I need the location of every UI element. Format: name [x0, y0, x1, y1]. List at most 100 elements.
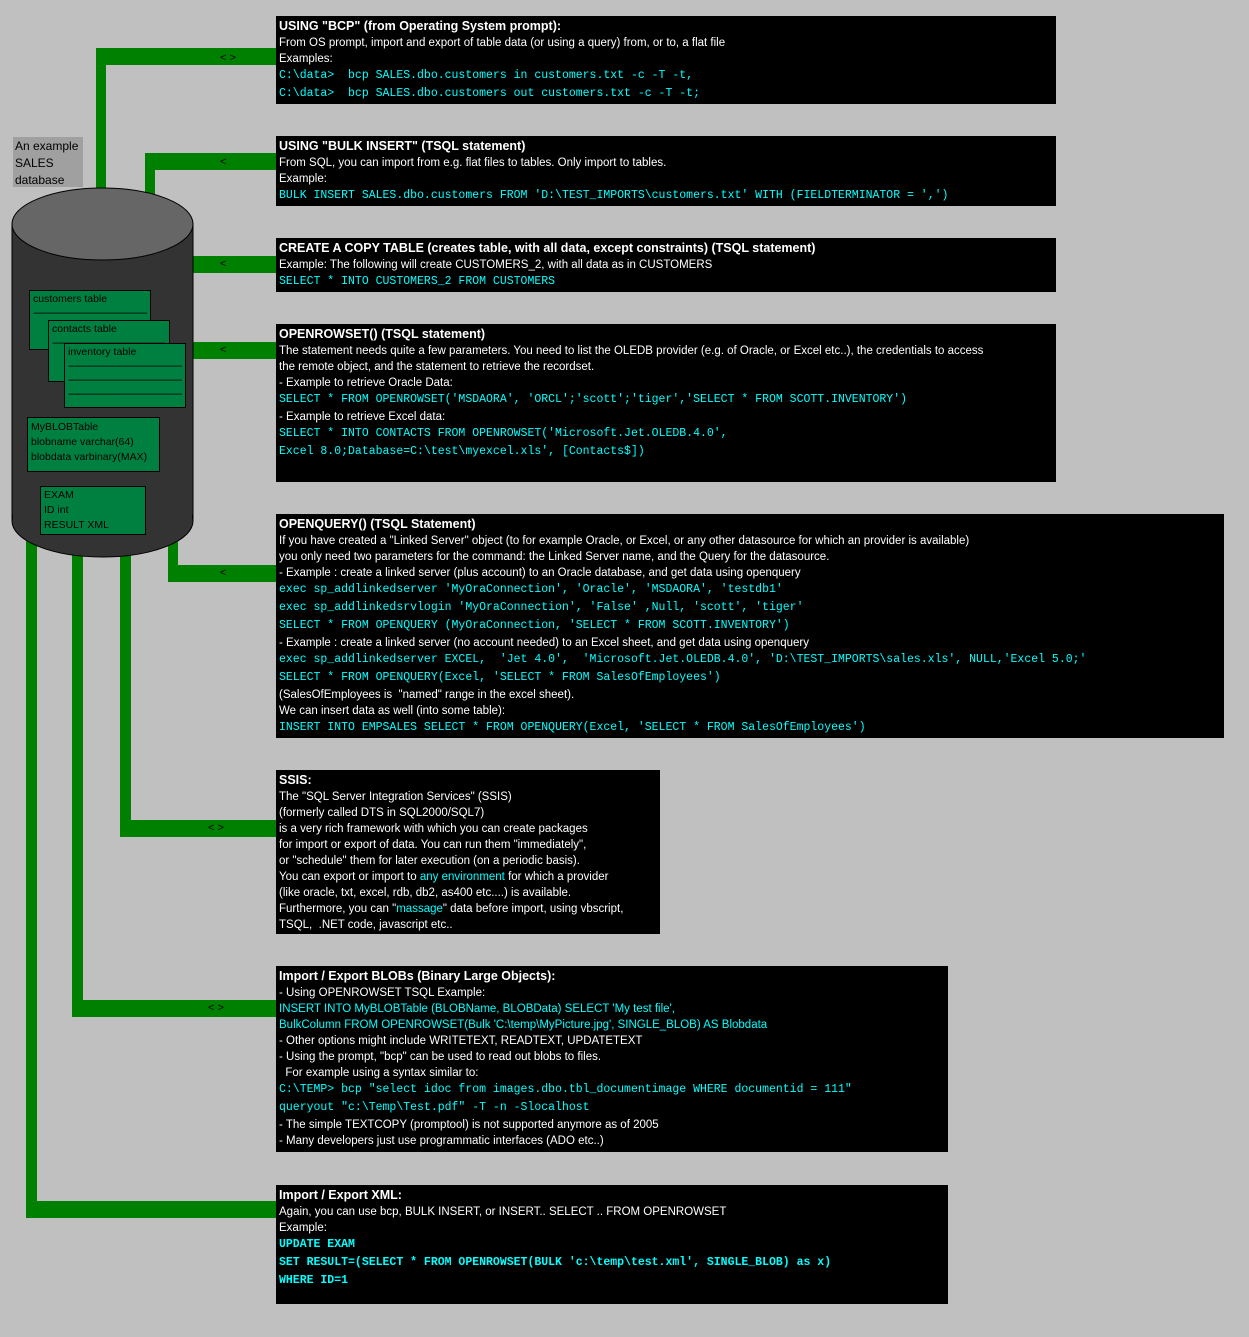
text-line: (like oracle, txt, excel, rdb, db2, as40…	[279, 887, 572, 899]
text-line: INSERT INTO MyBLOBTable (BLOBName, BLOBD…	[279, 1003, 675, 1015]
code-line: INSERT INTO EMPSALES SELECT * FROM OPENQ…	[279, 721, 866, 734]
text-line: you only need two parameters for the com…	[279, 551, 830, 563]
bcp-lines: From OS prompt, import and export of tab…	[279, 35, 1053, 103]
ssis-title: SSIS:	[279, 773, 312, 787]
pipe-xml-horizontal	[26, 1201, 276, 1218]
highlighted-text: any environment	[419, 871, 505, 883]
copy-table-box: CREATE A COPY TABLE (creates table, with…	[276, 238, 1056, 292]
openrowset-title: OPENROWSET() (TSQL statement)	[279, 327, 486, 341]
text-line: or "schedule" them for later execution (…	[279, 855, 580, 867]
pipe-openquery-vertical	[168, 520, 178, 582]
arrow-ssis: < >	[208, 822, 224, 834]
customers-table-divider: ----------------------------------------…	[33, 307, 147, 319]
code-line: WHERE ID=1	[279, 1274, 349, 1287]
text-line: BulkColumn FROM OPENROWSET(Bulk 'C:\temp…	[279, 1019, 768, 1031]
openrowset-lines: The statement needs quite a few paramete…	[279, 343, 1053, 461]
text-line: Example:	[279, 173, 327, 185]
arrow-bcp: < >	[220, 52, 236, 64]
text-line: - Other options might include WRITETEXT,…	[279, 1035, 643, 1047]
pipe-ssis-horizontal	[120, 820, 276, 837]
text-line: - Example to retrieve Excel data:	[279, 411, 446, 423]
text-fragment: " data before import, using vbscript,	[442, 903, 624, 915]
blob-table-name: MyBLOBTable	[31, 421, 99, 433]
code-line: SELECT * FROM OPENQUERY(Excel, 'SELECT *…	[279, 671, 721, 684]
text-line: Furthermore, you can "massage" data befo…	[279, 901, 657, 917]
text-line: Again, you can use bcp, BULK INSERT, or …	[279, 1206, 727, 1218]
arrow-bulk: <	[220, 156, 227, 168]
inventory-table-divider-1: ----------------------------------------…	[68, 360, 182, 372]
text-line: The "SQL Server Integration Services" (S…	[279, 791, 512, 803]
blob-title: Import / Export BLOBs (Binary Large Obje…	[279, 969, 556, 983]
text-fragment: for which a provider	[504, 871, 609, 883]
pipe-openquery-horizontal	[168, 565, 276, 582]
text-fragment: You can export or import to	[279, 871, 420, 883]
openrowset-box: OPENROWSET() (TSQL statement) The statem…	[276, 324, 1056, 482]
arrow-copy: <	[220, 258, 227, 270]
code-line: C:\TEMP> bcp "select idoc from images.db…	[279, 1083, 852, 1096]
text-line: Examples:	[279, 53, 333, 65]
code-line: SELECT * FROM OPENROWSET('MSDAORA', 'ORC…	[279, 393, 908, 406]
customers-table-name: customers table	[33, 293, 108, 305]
pipe-openrowset-horizontal	[190, 342, 276, 359]
code-line: SELECT * FROM OPENQUERY (MyOraConnection…	[279, 619, 790, 632]
blob-box: Import / Export BLOBs (Binary Large Obje…	[276, 966, 948, 1152]
text-line: For example using a syntax similar to:	[279, 1067, 479, 1079]
bcp-title: USING "BCP" (from Operating System promp…	[279, 19, 562, 33]
text-line: If you have created a "Linked Server" ob…	[279, 535, 970, 547]
bcp-box: USING "BCP" (from Operating System promp…	[276, 16, 1056, 104]
blob-table: MyBLOBTable blobname varchar(64) blobdat…	[27, 417, 160, 472]
blob-lines: - Using OPENROWSET TSQL Example:INSERT I…	[279, 985, 945, 1149]
pipe-ssis-vertical	[120, 550, 131, 837]
code-line: exec sp_addlinkedsrvlogin 'MyOraConnecti…	[279, 601, 804, 614]
text-line: - The simple TEXTCOPY (promptool) is not…	[279, 1119, 659, 1131]
blob-table-col-2: blobdata varbinary(MAX)	[31, 451, 148, 463]
text-line: for import or export of data. You can ru…	[279, 839, 587, 851]
contacts-table-name: contacts table	[52, 323, 117, 335]
inventory-table: inventory table ------------------------…	[64, 343, 186, 408]
arrow-blob: < >	[208, 1002, 224, 1014]
text-line: - Example : create a linked server (no a…	[279, 637, 809, 649]
code-line: SELECT * INTO CONTACTS FROM OPENROWSET('…	[279, 427, 728, 440]
copy-table-lines: Example: The following will create CUSTO…	[279, 257, 1053, 291]
database-label: An example SALES database	[13, 137, 83, 187]
pipe-bulk-vertical	[145, 153, 155, 195]
pipe-bulk-horizontal	[145, 153, 276, 170]
code-line: SET RESULT=(SELECT * FROM OPENROWSET(BUL…	[279, 1256, 832, 1269]
text-line: From OS prompt, import and export of tab…	[279, 37, 726, 49]
text-line: - Example : create a linked server (plus…	[279, 567, 801, 579]
code-line: Excel 8.0;Database=C:\test\myexcel.xls',…	[279, 445, 645, 458]
text-line: From SQL, you can import from e.g. flat …	[279, 157, 667, 169]
inventory-table-divider-3: ----------------------------------------…	[68, 388, 182, 400]
text-line: the remote object, and the statement to …	[279, 361, 595, 373]
ssis-box: SSIS: The "SQL Server Integration Servic…	[276, 770, 660, 934]
text-line: (formerly called DTS in SQL2000/SQL7)	[279, 807, 485, 819]
text-line: is a very rich framework with which you …	[279, 823, 588, 835]
pipe-copy-horizontal	[190, 256, 276, 273]
text-fragment: Furthermore, you can "	[279, 903, 397, 915]
text-line: Example:	[279, 1222, 327, 1234]
xml-box: Import / Export XML: Again, you can use …	[276, 1185, 948, 1304]
code-line: queryout "c:\Temp\Test.pdf" -T -n -Sloca…	[279, 1101, 590, 1114]
copy-table-title: CREATE A COPY TABLE (creates table, with…	[279, 241, 816, 255]
bulk-insert-lines: From SQL, you can import from e.g. flat …	[279, 155, 1053, 205]
code-line: UPDATE EXAM	[279, 1238, 355, 1251]
text-line: - Many developers just use programmatic …	[279, 1135, 604, 1147]
blob-table-col-1: blobname varchar(64)	[31, 436, 134, 448]
pipe-xml-vertical	[26, 520, 37, 1218]
inventory-table-divider-2: ----------------------------------------…	[68, 374, 182, 386]
text-line: We can insert data as well (into some ta…	[279, 705, 506, 717]
text-line: TSQL, .NET code, javascript etc..	[279, 919, 453, 931]
ssis-lines: The "SQL Server Integration Services" (S…	[279, 789, 657, 933]
text-line: - Using the prompt, "bcp" can be used to…	[279, 1051, 602, 1063]
openquery-title: OPENQUERY() (TSQL Statement)	[279, 517, 476, 531]
arrow-openrowset: <	[220, 344, 227, 356]
pipe-blob-vertical	[72, 550, 83, 1017]
code-line: C:\data> bcp SALES.dbo.customers in cust…	[279, 69, 694, 82]
pipe-blob-horizontal	[72, 1000, 276, 1017]
openquery-lines: If you have created a "Linked Server" ob…	[279, 533, 1221, 737]
highlighted-text: massage	[396, 903, 443, 915]
code-line: exec sp_addlinkedserver 'MyOraConnection…	[279, 583, 783, 596]
pipe-bcp-vertical	[96, 48, 106, 188]
code-line: BULK INSERT SALES.dbo.customers FROM 'D:…	[279, 189, 949, 202]
bulk-insert-title: USING "BULK INSERT" (TSQL statement)	[279, 139, 526, 153]
